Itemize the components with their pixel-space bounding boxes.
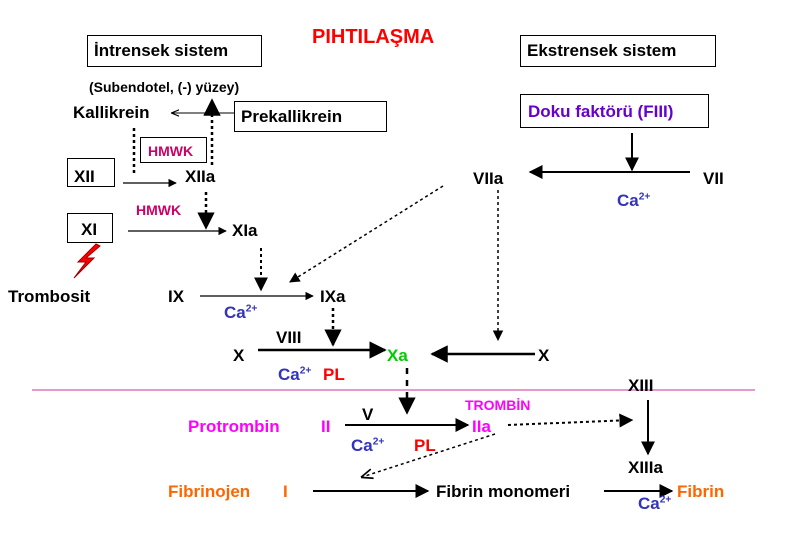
ix-label: IX	[168, 287, 185, 306]
intrinsic-system-label: İntrensek sistem	[94, 41, 229, 60]
calcium-vii: Ca2+	[617, 191, 651, 210]
xia-label: XIa	[232, 221, 258, 240]
arrow-iia-xiii	[507, 413, 634, 428]
viia-label: VIIa	[473, 169, 504, 188]
kallikrein-label: Kallikrein	[73, 103, 150, 122]
trombosit-label: Trombosit	[8, 287, 91, 306]
intrinsic-note: (Subendotel, (-) yüzey)	[89, 79, 240, 95]
calcium-fibrin: Ca2+	[638, 494, 672, 513]
fibrin-label: Fibrin	[677, 482, 725, 501]
prekallikrein-label: Prekallikrein	[241, 107, 343, 126]
trombin-label: TROMBİN	[465, 397, 531, 413]
protrombin-roman: II	[321, 417, 331, 436]
extrinsic-system-label: Ekstrensek sistem	[527, 41, 677, 60]
viii-label: VIII	[276, 328, 302, 347]
ixa-label: IXa	[320, 287, 346, 306]
hmwk-label-2: HMWK	[136, 202, 182, 218]
arrow-viia-ixa	[289, 185, 444, 283]
tissue-factor-box	[520, 94, 709, 128]
pl-x: PL	[323, 365, 345, 384]
xiia-label: XIIa	[185, 167, 216, 186]
arrow-iia-fibrinojen	[362, 433, 496, 477]
xi-box	[67, 213, 113, 243]
hmwk-label-1: HMWK	[148, 143, 194, 159]
prekallikrein-box	[234, 101, 387, 132]
tissue-factor-label: Doku faktörü (FIII)	[528, 102, 674, 121]
fibrin-monomeri-label: Fibrin monomeri	[436, 482, 571, 501]
x-left-label: X	[233, 346, 245, 365]
xiii-label: XIII	[628, 376, 654, 395]
xii-label: XII	[74, 167, 95, 186]
fibrinojen-roman: I	[283, 482, 288, 501]
platelet-lightning-icon	[73, 243, 101, 279]
fibrinojen-label: Fibrinojen	[168, 482, 251, 501]
calcium-x: Ca2+	[278, 365, 312, 384]
v-label: V	[362, 405, 374, 424]
xiiia-label: XIIIa	[628, 458, 663, 477]
calcium-ii: Ca2+	[351, 436, 385, 455]
xa-label: Xa	[387, 346, 408, 365]
diagram-title: PIHTILAŞMA	[312, 26, 435, 48]
protrombin-label: Protrombin	[188, 417, 280, 436]
extrinsic-system-box	[520, 35, 716, 67]
iia-label: IIa	[472, 417, 491, 436]
calcium-ix: Ca2+	[224, 303, 258, 322]
hmwk-box	[140, 137, 207, 163]
x-right-label: X	[538, 346, 550, 365]
vii-label: VII	[703, 169, 724, 188]
xii-box	[67, 158, 115, 187]
intrinsic-system-box	[87, 35, 262, 67]
pl-ii: PL	[414, 436, 436, 455]
xi-label: XI	[81, 220, 98, 239]
